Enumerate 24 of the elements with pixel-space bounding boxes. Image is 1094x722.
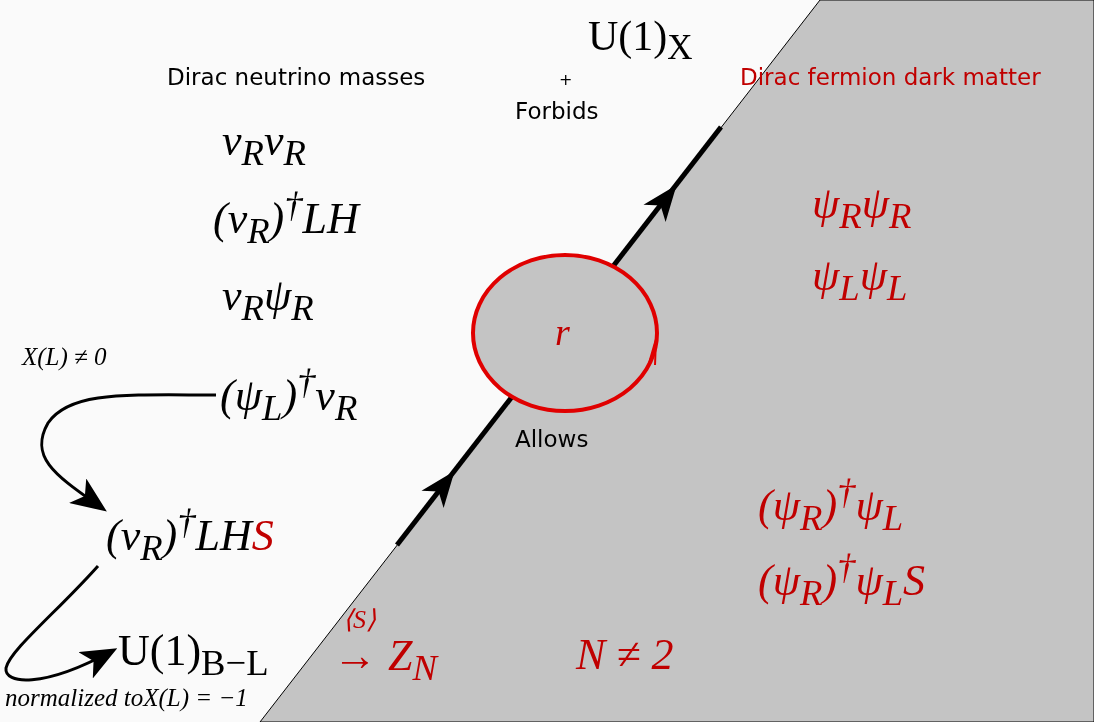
formula-term: (ψ$_{L}$)$^{†}$ν$_{R}$ [220, 362, 358, 428]
formula-term: (ν$_{R}$)$^{†}$LH [106, 510, 252, 560]
curved-arrow [4, 564, 118, 682]
loop-circle [471, 253, 659, 413]
formula-term: (ψ$_{R}$)$^{†}$ψ$_{L}$S [758, 547, 926, 613]
symmetry-group: U(1)$_{X}$ [588, 12, 693, 68]
heading-text: Forbids [515, 99, 599, 125]
heading-text: Dirac fermion dark matter [740, 65, 1041, 91]
formula-term: (ψ$_{R}$)$^{†}$ψ$_{L}$ [758, 472, 904, 538]
edge-label: X(L) ≠ 0 [22, 343, 107, 371]
heading-text: Dirac neutrino masses [167, 65, 426, 91]
formula-term: ν$_{R}$ψ$_{R}$ [222, 271, 314, 329]
formula-term: (ν$_{R}$)$^{†}$LH [213, 185, 359, 251]
curved-arrow [40, 393, 216, 512]
edge-label: normalized toX(L) = −1 [5, 684, 248, 712]
symmetry-group: U(1)$_{B−L}$ [118, 626, 269, 684]
formula-term: N ≠ 2 [576, 630, 674, 680]
heading-text: Allows [515, 427, 589, 453]
field-symbol: S [251, 510, 274, 560]
plus-sign: + [559, 71, 573, 89]
formula-term: ψ$_{R}$ψ$_{R}$ [812, 179, 912, 237]
formula-term: ν$_{R}$ν$_{R}$ [222, 116, 306, 174]
variable-label: r [555, 312, 570, 354]
formula-term: ψ$_{L}$ψ$_{L}$ [812, 251, 908, 309]
